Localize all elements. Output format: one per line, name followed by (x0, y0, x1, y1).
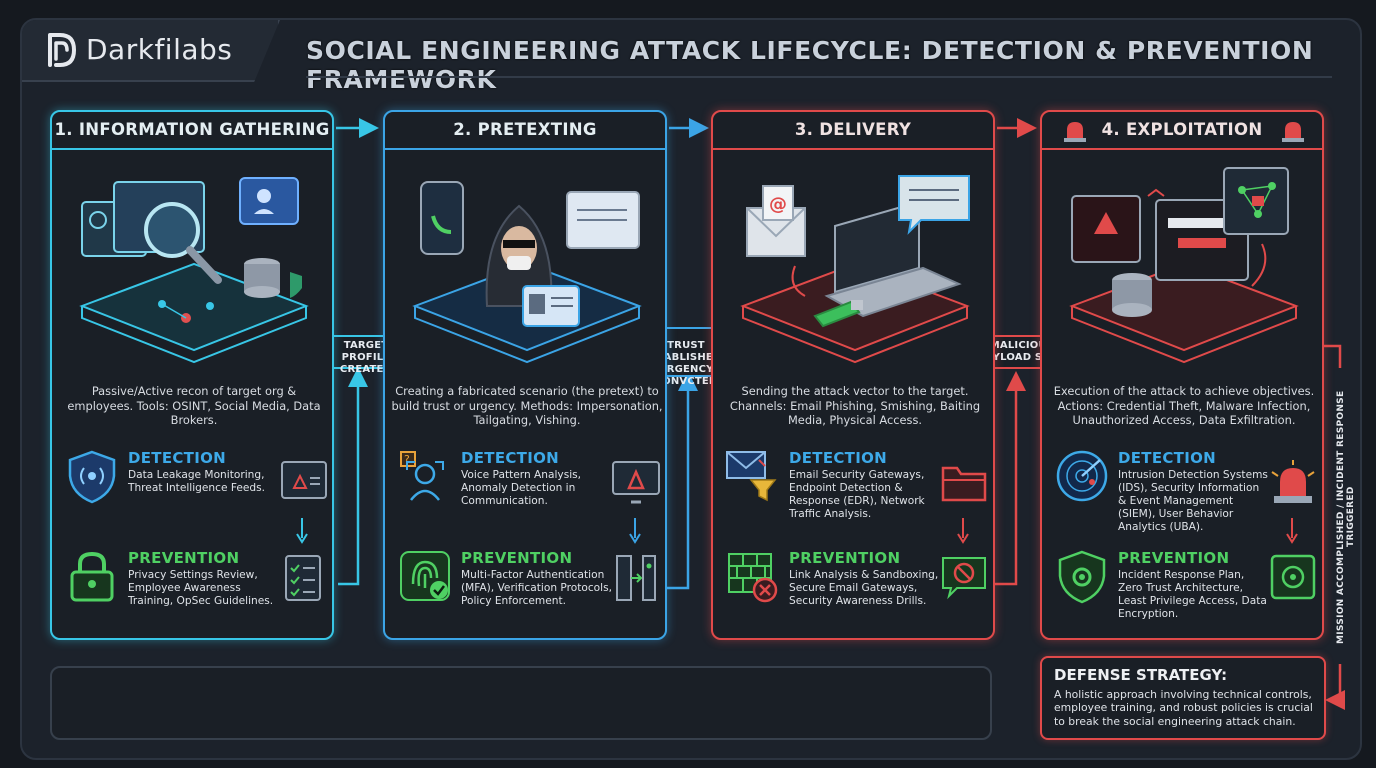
prevention-text: Multi-Factor Authentication (MFA), Verif… (461, 569, 612, 607)
stage-panel-delivery: 3. DELIVERY @ Sending the attack vector … (711, 110, 995, 640)
stage-description: Passive/Active recon of target org & emp… (67, 384, 321, 427)
exploitation-illustration (1069, 167, 1299, 364)
stage-title: 4. EXPLOITATION (1042, 112, 1322, 150)
alarm-light-icon (1271, 460, 1315, 503)
detection-heading: DETECTION (461, 449, 560, 467)
prevention-text: Incident Response Plan, Zero Trust Archi… (1118, 569, 1267, 620)
empty-footer-box (50, 666, 992, 740)
network-lock-icon (1223, 167, 1289, 235)
padlock-icon (70, 551, 114, 602)
defense-strategy-box: DEFENSE STRATEGY: A holistic approach in… (1040, 656, 1326, 740)
safe-icon (1270, 554, 1316, 600)
darkfilabs-logo-icon (48, 33, 77, 67)
prevention-heading: PREVENTION (128, 549, 240, 567)
side-label: MISSION ACCOMPLISHED / INCIDENT RESPONSE… (1336, 390, 1356, 644)
warning-screen-icon (1071, 195, 1141, 263)
firewall-icon (728, 553, 778, 603)
folder-icon (941, 466, 987, 502)
detection-heading: DETECTION (789, 449, 888, 467)
stage-description: Execution of the attack to achieve objec… (1053, 384, 1315, 427)
recon-illustration (79, 177, 309, 364)
alarm-light-icon (1282, 122, 1304, 142)
detection-heading: DETECTION (128, 449, 227, 467)
database-icon (244, 258, 302, 298)
profile-card-icon (239, 177, 299, 225)
stage-description: Creating a fabricated scenario (the pret… (391, 384, 663, 427)
stage-title: 3. DELIVERY (713, 112, 993, 150)
prevention-text: Privacy Settings Review, Employee Awaren… (128, 569, 274, 607)
arrow-down-icon (1286, 518, 1298, 544)
face-scan-icon: ? (400, 451, 444, 501)
usb-drive-icon (813, 300, 863, 328)
door-access-icon (616, 555, 656, 601)
database-icon (1112, 273, 1152, 317)
svg-text:@: @ (769, 194, 787, 215)
chat-bubble-icon (898, 175, 970, 235)
fingerprint-icon (400, 551, 450, 601)
shield-radar-icon (68, 450, 116, 504)
warning-monitor-icon (612, 461, 660, 504)
stage-panel-information-gathering: 1. INFORMATION GATHERING Passive/Activ (50, 110, 334, 640)
svg-text:?: ? (404, 453, 410, 466)
stage-title: 1. INFORMATION GATHERING (52, 112, 332, 150)
stage-panel-pretexting: 2. PRETEXTING Creating a fabricated scen… (383, 110, 667, 640)
prevention-heading: PREVENTION (461, 549, 573, 567)
detection-heading: DETECTION (1118, 449, 1217, 467)
arrow-down-icon (296, 518, 308, 544)
detection-text: Email Security Gateways, Endpoint Detect… (789, 469, 925, 520)
email-filter-icon (726, 451, 777, 502)
stage-panel-exploitation: 4. EXPLOITATION (1040, 110, 1324, 640)
id-badge-icon (522, 285, 580, 327)
prevention-heading: PREVENTION (1118, 549, 1230, 567)
email-window-icon (566, 191, 640, 249)
detection-text: Data Leakage Monitoring, Threat Intellig… (128, 469, 266, 494)
detection-text: Voice Pattern Analysis, Anomaly Detectio… (461, 469, 582, 507)
pretexting-illustration (412, 181, 642, 364)
shield-gear-icon (1058, 550, 1106, 604)
delivery-illustration: @ (740, 175, 970, 364)
envelope-icon: @ (746, 185, 806, 257)
hooded-attacker-icon (485, 204, 553, 307)
stage-description: Sending the attack vector to the target.… (729, 384, 981, 427)
arrow-down-icon (957, 518, 969, 544)
detection-text: Intrusion Detection Systems (IDS), Secur… (1118, 469, 1268, 533)
defense-text: A holistic approach involving technical … (1054, 688, 1313, 728)
page-title: SOCIAL ENGINEERING ATTACK LIFECYCLE: DET… (306, 36, 1314, 94)
warning-window-icon (281, 461, 327, 499)
magnifier-icon (144, 202, 222, 284)
checklist-icon (285, 555, 321, 601)
phone-icon (420, 181, 464, 255)
blocked-message-icon (942, 557, 986, 600)
prevention-heading: PREVENTION (789, 549, 901, 567)
arrow-down-icon (629, 518, 641, 544)
prevention-text: Link Analysis & Sandboxing, Secure Email… (789, 569, 939, 607)
radar-icon (1056, 450, 1108, 502)
connector-label-2: TRUST ESTABLISHED /URGENCY CONVCTED (643, 340, 729, 387)
brand-name: Darkfilabs (86, 33, 233, 66)
stage-title: 2. PRETEXTING (385, 112, 665, 150)
title-divider (306, 76, 1332, 78)
defense-title: DEFENSE STRATEGY: (1054, 666, 1228, 684)
logo-tab (22, 20, 280, 82)
alarm-light-icon (1064, 122, 1086, 142)
